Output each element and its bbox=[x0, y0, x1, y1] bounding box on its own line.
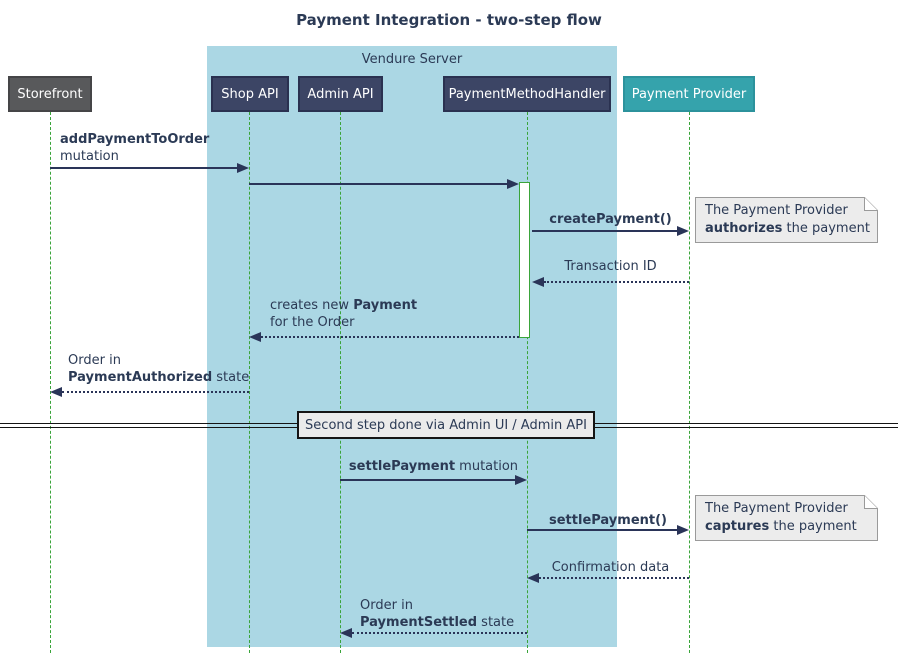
arrowhead-right-icon bbox=[237, 163, 249, 173]
message-text: settlePayment bbox=[348, 459, 456, 474]
note-text: The Payment Provider authorizes the paym… bbox=[705, 202, 870, 238]
message-arrow-m1 bbox=[50, 167, 240, 169]
message-arrow-m10 bbox=[352, 632, 527, 634]
message-text: Order in bbox=[360, 598, 413, 613]
message-text: Order in bbox=[68, 353, 121, 368]
message-label-settle-payment-call: settlePayment() bbox=[527, 512, 689, 529]
participant-storefront: Storefront bbox=[8, 76, 92, 112]
note-line: The Payment Provider bbox=[705, 501, 848, 516]
participant-payment-method-handler: PaymentMethodHandler bbox=[443, 76, 611, 112]
divider-label: Second step done via Admin UI / Admin AP… bbox=[297, 411, 595, 439]
participant-admin-api: Admin API bbox=[298, 76, 383, 112]
lifeline-storefront bbox=[50, 112, 51, 653]
message-text: for the Order bbox=[270, 315, 355, 330]
note-line: the payment bbox=[782, 221, 870, 236]
arrowhead-left-icon bbox=[249, 332, 261, 342]
message-arrow-m2 bbox=[249, 183, 509, 185]
note-authorizes: The Payment Provider authorizes the paym… bbox=[695, 197, 878, 243]
message-text: PaymentAuthorized bbox=[68, 370, 213, 385]
note-line: the payment bbox=[769, 519, 857, 534]
activation-bar-payment-method-handler bbox=[519, 182, 530, 338]
lifeline-shop-api bbox=[249, 112, 250, 653]
message-arrow-m8 bbox=[527, 529, 678, 531]
message-text: addPaymentToOrder bbox=[60, 132, 210, 147]
message-arrow-m3 bbox=[532, 230, 678, 232]
message-arrow-m6 bbox=[62, 391, 249, 393]
arrowhead-left-icon bbox=[532, 277, 544, 287]
note-line: authorizes bbox=[705, 221, 783, 236]
note-text: The Payment Provider captures the paymen… bbox=[705, 500, 857, 536]
arrowhead-right-icon bbox=[507, 179, 519, 189]
arrowhead-right-icon bbox=[515, 475, 527, 485]
message-label-settle-payment-mutation: settlePayment mutation bbox=[340, 458, 527, 475]
message-arrow-m4 bbox=[544, 281, 689, 283]
message-text: mutation bbox=[60, 149, 119, 164]
message-label-confirmation-data: Confirmation data bbox=[551, 560, 670, 575]
message-arrow-m9 bbox=[539, 577, 689, 579]
message-label-payment-authorized: Order in PaymentAuthorized state bbox=[68, 352, 249, 386]
participant-shop-api: Shop API bbox=[211, 76, 289, 112]
message-label-add-payment-to-order: addPaymentToOrder mutation bbox=[60, 131, 209, 165]
note-line: captures bbox=[705, 519, 770, 534]
message-text: settlePayment() bbox=[549, 513, 667, 528]
message-arrow-m5 bbox=[261, 336, 519, 338]
arrowhead-left-icon bbox=[50, 387, 62, 397]
message-text: PaymentSettled bbox=[360, 615, 478, 630]
participant-payment-provider: Payment Provider bbox=[623, 76, 755, 112]
lifeline-payment-method-handler bbox=[527, 112, 528, 653]
message-label-transaction-id: Transaction ID bbox=[564, 259, 657, 274]
note-shape-icon bbox=[695, 495, 878, 541]
message-label-create-payment: createPayment() bbox=[532, 211, 689, 228]
message-arrow-m7 bbox=[340, 479, 515, 481]
message-text: creates new bbox=[270, 298, 354, 313]
message-text: mutation bbox=[455, 459, 519, 474]
arrowhead-left-icon bbox=[340, 628, 352, 638]
lifeline-admin-api bbox=[340, 112, 341, 653]
arrowhead-left-icon bbox=[527, 573, 539, 583]
message-text: state bbox=[212, 370, 250, 385]
message-text: state bbox=[477, 615, 515, 630]
note-line: The Payment Provider bbox=[705, 203, 848, 218]
note-shape-icon bbox=[695, 197, 878, 243]
message-label-payment-settled: Order in PaymentSettled state bbox=[360, 597, 514, 631]
lifeline-payment-provider bbox=[689, 112, 690, 653]
message-label-creates-new-payment: creates new Payment for the Order bbox=[270, 297, 417, 331]
diagram-title: Payment Integration - two-step flow bbox=[296, 11, 602, 29]
vendure-server-frame: Vendure Server bbox=[207, 46, 617, 647]
note-captures: The Payment Provider captures the paymen… bbox=[695, 495, 878, 541]
message-text: createPayment() bbox=[549, 212, 672, 227]
arrowhead-right-icon bbox=[677, 226, 689, 236]
message-text: Payment bbox=[353, 298, 418, 313]
vendure-server-frame-label: Vendure Server bbox=[361, 52, 463, 67]
arrowhead-right-icon bbox=[677, 525, 689, 535]
